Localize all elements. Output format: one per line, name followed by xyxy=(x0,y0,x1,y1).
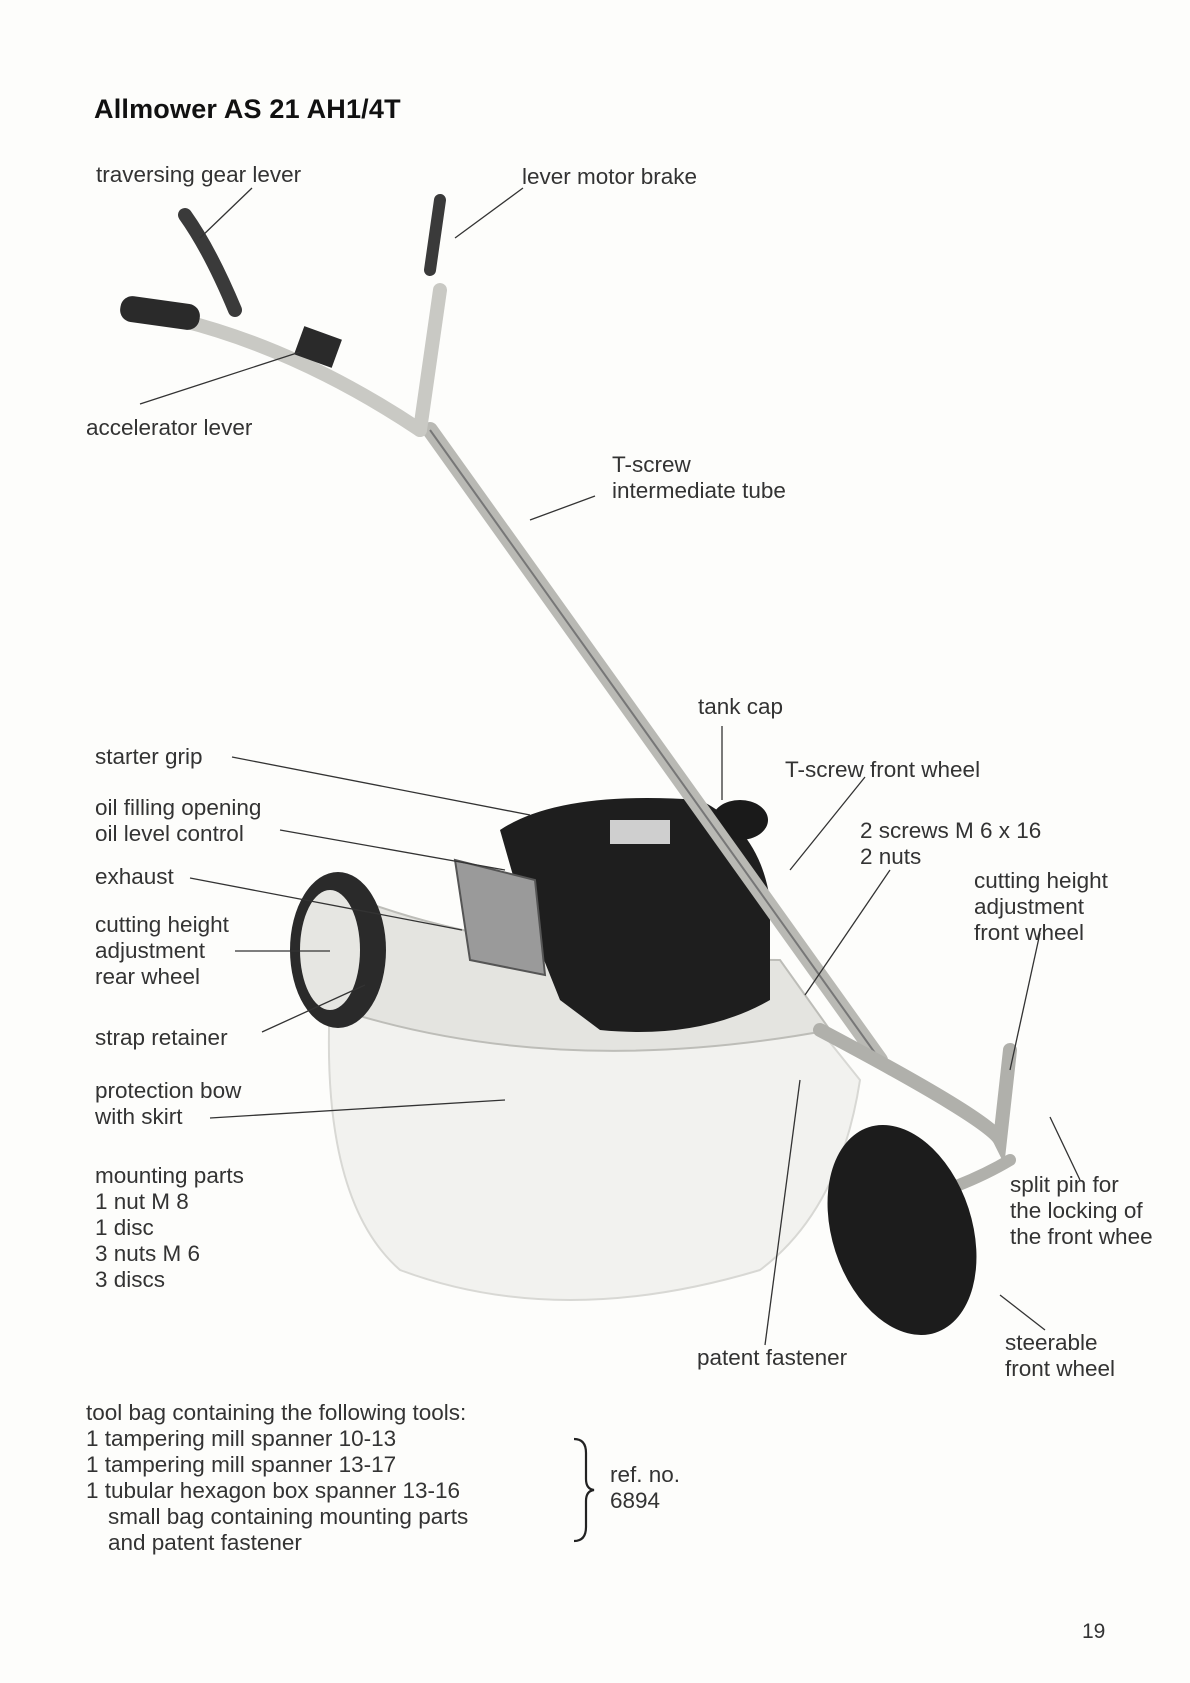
page-number: 19 xyxy=(1082,1620,1105,1644)
label-patent-fastener: patent fastener xyxy=(697,1345,847,1371)
label-t-screw-front-wheel: T-screw front wheel xyxy=(785,757,980,783)
page-title: Allmower AS 21 AH1/4T xyxy=(94,94,401,125)
tool-bag-item: and patent fastener xyxy=(86,1530,468,1556)
handle-grip xyxy=(119,295,202,332)
label-starter-grip: starter grip xyxy=(95,744,203,770)
label-lever-motor-brake: lever motor brake xyxy=(522,164,697,190)
label-exhaust: exhaust xyxy=(95,864,174,890)
label-cutting-height-rear: cutting height adjustment rear wheel xyxy=(95,912,229,990)
tool-bag-item: 1 tubular hexagon box spanner 13-16 xyxy=(86,1478,468,1504)
handle-upper-left xyxy=(180,320,420,430)
label-t-screw-intermediate-tube: T-screw intermediate tube xyxy=(612,452,786,504)
tool-bag-item: 1 tampering mill spanner 13-17 xyxy=(86,1452,468,1478)
tool-bag-item: small bag containing mounting parts xyxy=(86,1504,468,1530)
label-strap-retainer: strap retainer xyxy=(95,1025,228,1051)
curly-brace xyxy=(568,1435,598,1545)
label-tank-cap: tank cap xyxy=(698,694,783,720)
ref-number: 6894 xyxy=(610,1488,680,1514)
ref-label: ref. no. xyxy=(610,1462,680,1488)
tool-bag-item: 1 tampering mill spanner 10-13 xyxy=(86,1426,468,1452)
label-screws-nuts: 2 screws M 6 x 16 2 nuts xyxy=(860,818,1041,870)
handle-upper-right xyxy=(420,290,440,430)
engine-label-plate xyxy=(610,820,670,844)
label-split-pin: split pin for the locking of the front w… xyxy=(1010,1172,1153,1250)
label-traversing-gear-lever: traversing gear lever xyxy=(96,162,301,188)
label-cutting-height-front: cutting height adjustment front wheel xyxy=(974,868,1108,946)
ref-number-block: ref. no. 6894 xyxy=(610,1462,680,1514)
label-mounting-parts: mounting parts 1 nut M 8 1 disc 3 nuts M… xyxy=(95,1163,244,1293)
label-oil-filling: oil filling opening oil level control xyxy=(95,795,261,847)
label-steerable-front-wheel: steerable front wheel xyxy=(1005,1330,1115,1382)
label-protection-bow: protection bow with skirt xyxy=(95,1078,241,1130)
motor-brake-lever-shape xyxy=(430,200,440,270)
label-accelerator-lever: accelerator lever xyxy=(86,415,252,441)
tool-bag-heading: tool bag containing the following tools: xyxy=(86,1400,468,1426)
tool-bag-section: tool bag containing the following tools:… xyxy=(86,1400,468,1556)
